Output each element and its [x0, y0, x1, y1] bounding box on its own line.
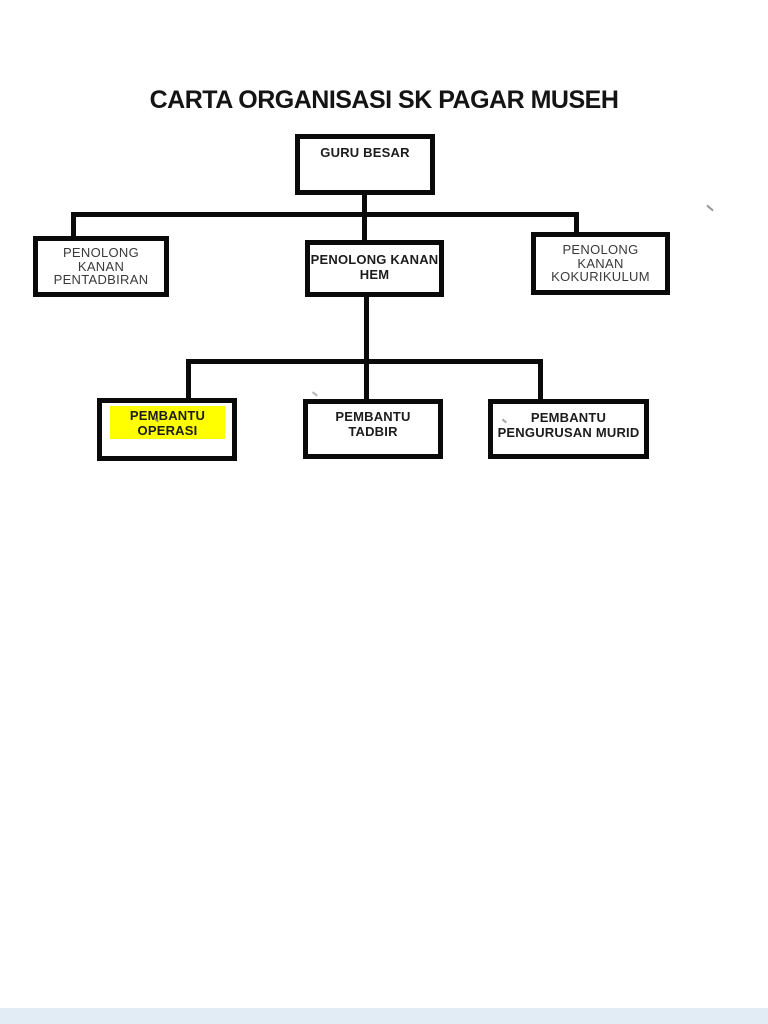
highlight-rect: PEMBANTU OPERASI — [110, 406, 225, 439]
org-box-penolong-kanan-kokurikulum: PENOLONG KANAN KOKURIKULUM — [531, 232, 670, 295]
scan-speck — [312, 391, 318, 397]
org-box-label: PENGURUSAN MURID — [497, 425, 640, 440]
page-title: CARTA ORGANISASI SK PAGAR MUSEH — [149, 86, 619, 114]
org-box-label: OPERASI — [137, 422, 198, 438]
org-box-guru-besar: GURU BESAR — [295, 134, 435, 195]
org-box-label: PENTADBIRAN — [53, 272, 149, 288]
org-box-label: KANAN — [77, 258, 125, 274]
connector-vertical — [186, 359, 191, 401]
connector-vertical — [362, 192, 367, 217]
scan-speck — [706, 204, 714, 212]
org-box-label: PENOLONG — [62, 245, 140, 261]
connector-vertical — [574, 212, 579, 234]
org-box-label: PENOLONG KANAN — [310, 251, 439, 267]
connector-vertical — [364, 294, 369, 362]
connector-horizontal — [71, 212, 579, 217]
org-box-label: PEMBANTU — [335, 409, 411, 424]
connector-vertical — [364, 359, 369, 401]
connector-vertical — [71, 212, 76, 238]
org-box-label: KANAN — [577, 255, 624, 271]
org-box-pembantu-tadbir: PEMBANTU TADBIR — [303, 399, 443, 459]
connector-vertical — [538, 359, 543, 402]
org-box-label: PEMBANTU — [129, 407, 206, 423]
org-box-label: KOKURIKULUM — [551, 269, 650, 285]
org-box-label: PENOLONG — [562, 242, 639, 258]
org-box-penolong-kanan-hem: PENOLONG KANAN HEM — [305, 240, 444, 297]
org-box-pembantu-operasi: PEMBANTU OPERASI — [97, 398, 237, 461]
org-box-label: GURU BESAR — [320, 145, 410, 160]
org-box-pembantu-pengurusan-murid: PEMBANTU PENGURUSAN MURID — [488, 399, 649, 459]
org-box-label: HEM — [359, 266, 390, 282]
org-box-penolong-kanan-pentadbiran: PENOLONG KANAN PENTADBIRAN — [33, 236, 169, 297]
org-box-label: PEMBANTU — [530, 410, 607, 425]
footer-strip — [0, 1008, 768, 1024]
connector-vertical — [362, 212, 367, 242]
org-box-label: TADBIR — [348, 424, 398, 439]
